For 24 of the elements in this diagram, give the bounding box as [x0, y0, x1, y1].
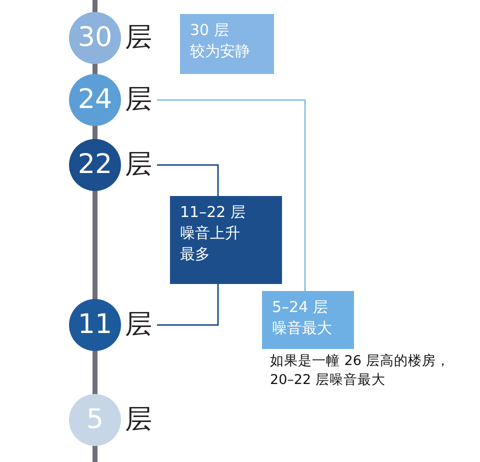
info-box	[170, 196, 282, 284]
box-text: 噪音最大	[272, 318, 333, 339]
floor-circle: 5	[69, 394, 121, 446]
box-text: 5–24 层	[272, 297, 329, 318]
floor-circle: 11	[69, 299, 121, 351]
floor-circle: 24	[69, 74, 121, 126]
floor-circle: 22	[69, 139, 121, 191]
floor-circle: 30	[69, 12, 121, 64]
floor-label: 层	[125, 83, 152, 117]
box-text: 30 层	[190, 20, 230, 41]
box-text: 最多	[180, 244, 211, 265]
info-box	[262, 291, 354, 349]
box-text: 较为安静	[190, 41, 251, 62]
connector-line	[157, 164, 219, 196]
connector-line	[157, 284, 219, 326]
note-text: 如果是一幢 26 层高的楼房，20–22 层噪音最大	[270, 352, 451, 390]
box-text: 噪音上升	[180, 223, 241, 244]
connector-line	[157, 99, 306, 291]
info-box	[180, 14, 274, 74]
floor-label: 层	[125, 148, 152, 182]
floor-label: 层	[125, 403, 152, 437]
floor-label: 层	[125, 308, 152, 342]
box-text: 11–22 层	[180, 202, 246, 223]
floor-label: 层	[125, 21, 152, 55]
